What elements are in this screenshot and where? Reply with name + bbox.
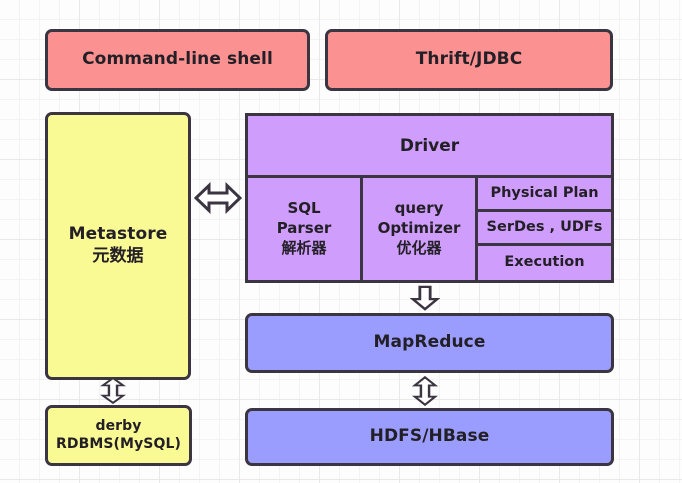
node-driver-title: Driver — [248, 116, 611, 178]
node-driver-group[interactable]: Driver SQL Parser 解析器 query Optimizer 优化… — [245, 113, 614, 283]
node-label-line2: Optimizer — [377, 219, 461, 238]
node-physical-plan[interactable]: Physical Plan — [478, 178, 611, 212]
node-label-line1: SQL — [287, 199, 321, 218]
node-derby-rdbms[interactable]: derby RDBMS(MySQL) — [45, 405, 192, 466]
double-arrow-vertical-icon — [412, 376, 438, 406]
node-metastore[interactable]: Metastore 元数据 — [45, 112, 191, 380]
node-label-metastore-title: Metastore — [68, 224, 168, 245]
node-mapreduce[interactable]: MapReduce — [245, 313, 614, 373]
node-label: Command-line shell — [82, 49, 273, 70]
node-execution[interactable]: Execution — [478, 246, 611, 280]
node-label: Driver — [399, 135, 460, 156]
node-thrift-jdbc[interactable]: Thrift/JDBC — [325, 29, 613, 91]
node-label-line2: Parser — [276, 219, 332, 238]
node-label: Thrift/JDBC — [415, 49, 523, 70]
node-label-derby-line2: RDBMS(MySQL) — [55, 435, 182, 452]
node-label-line3: 解析器 — [281, 238, 327, 257]
arrow-down-icon — [410, 285, 440, 311]
node-query-optimizer[interactable]: query Optimizer 优化器 — [363, 178, 478, 280]
node-label: SerDes , UDFs — [486, 218, 603, 235]
node-driver-stack: Physical Plan SerDes , UDFs Execution — [478, 178, 611, 280]
node-command-line-shell[interactable]: Command-line shell — [45, 29, 310, 91]
node-label-line3: 优化器 — [396, 238, 442, 257]
double-arrow-vertical-icon — [100, 377, 126, 404]
node-sql-parser[interactable]: SQL Parser 解析器 — [248, 178, 363, 280]
double-arrow-horizontal-icon — [194, 182, 242, 214]
node-label-metastore-subtitle: 元数据 — [92, 246, 144, 266]
node-label: HDFS/HBase — [369, 426, 490, 447]
node-label: Physical Plan — [490, 184, 599, 201]
node-label-line1: query — [394, 199, 444, 218]
node-serdes-udfs[interactable]: SerDes , UDFs — [478, 212, 611, 246]
node-label: Execution — [504, 254, 585, 271]
node-label-derby-line1: derby — [95, 417, 142, 434]
node-hdfs-hbase[interactable]: HDFS/HBase — [245, 408, 614, 466]
node-label: MapReduce — [373, 332, 486, 353]
